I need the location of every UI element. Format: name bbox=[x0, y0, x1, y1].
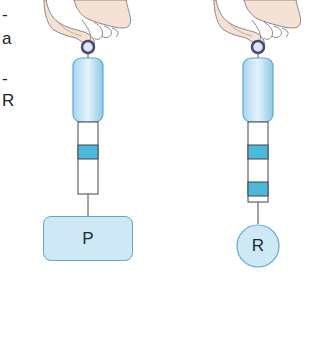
weight-circle: R bbox=[236, 224, 280, 268]
node-label: P bbox=[82, 229, 93, 249]
cut-text-fragment: R bbox=[2, 92, 14, 109]
weight-box: P bbox=[43, 216, 133, 261]
node-label: R bbox=[252, 236, 264, 256]
circle-shape bbox=[237, 225, 279, 267]
cut-text-fragment: a bbox=[2, 30, 11, 47]
cut-text-fragment: - bbox=[2, 70, 8, 87]
cut-text-fragment: - bbox=[2, 6, 8, 23]
